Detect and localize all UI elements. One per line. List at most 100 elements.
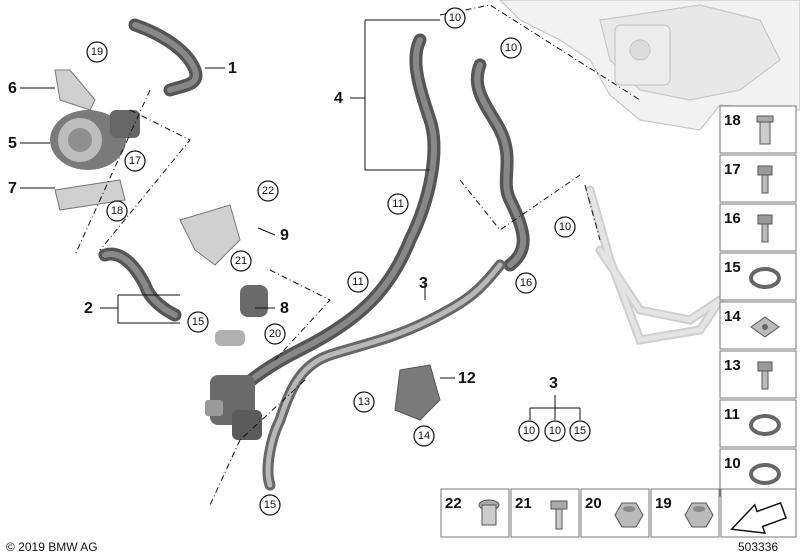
callout-8: 8 <box>280 300 289 317</box>
circle-label: 19 <box>91 46 103 58</box>
circle-label: 10 <box>549 425 561 437</box>
circle-marker-19: 19 <box>86 41 108 63</box>
clamp-12 <box>394 364 441 421</box>
clamp-icon <box>749 414 781 436</box>
circle-label: 10 <box>559 221 571 233</box>
callout-4: 4 <box>334 90 343 107</box>
callout-1: 1 <box>228 60 237 77</box>
hose-2 <box>98 247 182 322</box>
bottom-part-19: 19 <box>650 488 720 538</box>
svg-text:15: 15 <box>724 259 741 276</box>
callout-12: 12 <box>458 370 476 387</box>
svg-text:10: 10 <box>724 455 741 472</box>
circle-marker-10: 10 <box>518 420 540 442</box>
circle-marker-18: 18 <box>106 200 128 222</box>
engine-block-ghost <box>499 0 800 131</box>
bracket-6 <box>54 69 96 111</box>
circle-label: 15 <box>574 425 586 437</box>
side-part-13: 13 <box>719 350 797 399</box>
callout-3-group: 3 <box>549 375 558 392</box>
arrow-tile <box>720 488 797 538</box>
svg-text:11: 11 <box>724 406 740 423</box>
pipe-3 <box>262 259 506 491</box>
circle-marker-11: 11 <box>347 271 369 293</box>
svg-text:17: 17 <box>724 161 741 178</box>
reference-lines <box>74 4 641 506</box>
circle-label: 10 <box>449 12 461 24</box>
circle-label: 10 <box>523 425 535 437</box>
callout-2: 2 <box>84 300 93 317</box>
circle-marker-10: 10 <box>500 37 522 59</box>
bottom-part-22: 22 <box>440 488 510 538</box>
leader-lines <box>20 19 581 420</box>
circle-label: 15 <box>192 316 204 328</box>
circle-marker-16: 16 <box>515 272 537 294</box>
circle-marker-10: 10 <box>444 7 466 29</box>
circle-label: 21 <box>235 255 247 267</box>
side-part-15: 15 <box>719 252 797 301</box>
side-part-17: 17 <box>719 154 797 203</box>
svg-text:20: 20 <box>585 495 602 512</box>
bolt-icon <box>757 361 773 390</box>
valve-block <box>205 375 262 440</box>
svg-text:13: 13 <box>724 357 741 374</box>
circle-label: 13 <box>358 396 370 408</box>
circle-marker-10: 10 <box>544 420 566 442</box>
circle-marker-10: 10 <box>554 216 576 238</box>
circle-marker-21: 21 <box>230 250 252 272</box>
callout-5: 5 <box>8 135 17 152</box>
svg-text:22: 22 <box>445 495 462 512</box>
hose-11-long <box>233 33 441 397</box>
bottom-part-20: 20 <box>580 488 650 538</box>
circle-label: 17 <box>129 155 141 167</box>
callout-6: 6 <box>8 80 17 97</box>
pump-8 <box>215 285 268 346</box>
hose-1 <box>128 18 203 97</box>
circle-marker-15: 15 <box>259 494 281 516</box>
svg-text:18: 18 <box>724 112 741 129</box>
bolt-icon <box>757 214 773 243</box>
nut-icon <box>750 316 780 338</box>
bolt-icon <box>550 500 568 530</box>
bottom-part-21: 21 <box>510 488 580 538</box>
side-part-18: 18 <box>719 105 797 154</box>
bolt-icon <box>757 165 773 194</box>
side-part-14: 14 <box>719 301 797 350</box>
circle-marker-20: 20 <box>264 323 286 345</box>
svg-text:16: 16 <box>724 210 741 227</box>
hose-10-right <box>470 58 530 272</box>
circle-marker-13: 13 <box>353 391 375 413</box>
side-part-10: 10 <box>719 448 797 497</box>
nut-icon <box>684 502 714 528</box>
svg-text:19: 19 <box>655 495 672 512</box>
circle-label: 14 <box>418 430 430 442</box>
rivet-icon <box>756 115 774 145</box>
bracket-9 <box>179 204 241 266</box>
circle-label: 20 <box>269 328 281 340</box>
circle-marker-17: 17 <box>124 150 146 172</box>
pump-5 <box>50 110 140 170</box>
svg-text:14: 14 <box>724 308 741 325</box>
callout-3: 3 <box>419 275 428 292</box>
bracket-7 <box>54 179 126 211</box>
circle-label: 18 <box>111 205 123 217</box>
circle-marker-15: 15 <box>187 311 209 333</box>
circle-marker-11: 11 <box>387 193 409 215</box>
circle-label: 22 <box>262 185 274 197</box>
circle-label: 16 <box>520 277 532 289</box>
circle-label: 15 <box>264 499 276 511</box>
circle-label: 10 <box>505 42 517 54</box>
circle-label: 11 <box>352 276 363 288</box>
clamp-icon <box>749 463 781 485</box>
circle-marker-14: 14 <box>413 425 435 447</box>
side-part-16: 16 <box>719 203 797 252</box>
callout-9: 9 <box>280 227 289 244</box>
side-part-11: 11 <box>719 399 797 448</box>
side-panel: 18 17 16 15 14 13 11 10 <box>719 105 797 497</box>
diagram-number: 503336 <box>738 540 779 554</box>
bottom-panel: 22 21 20 19 <box>440 488 797 538</box>
callout-7: 7 <box>8 180 17 197</box>
rivet-icon <box>478 499 500 526</box>
